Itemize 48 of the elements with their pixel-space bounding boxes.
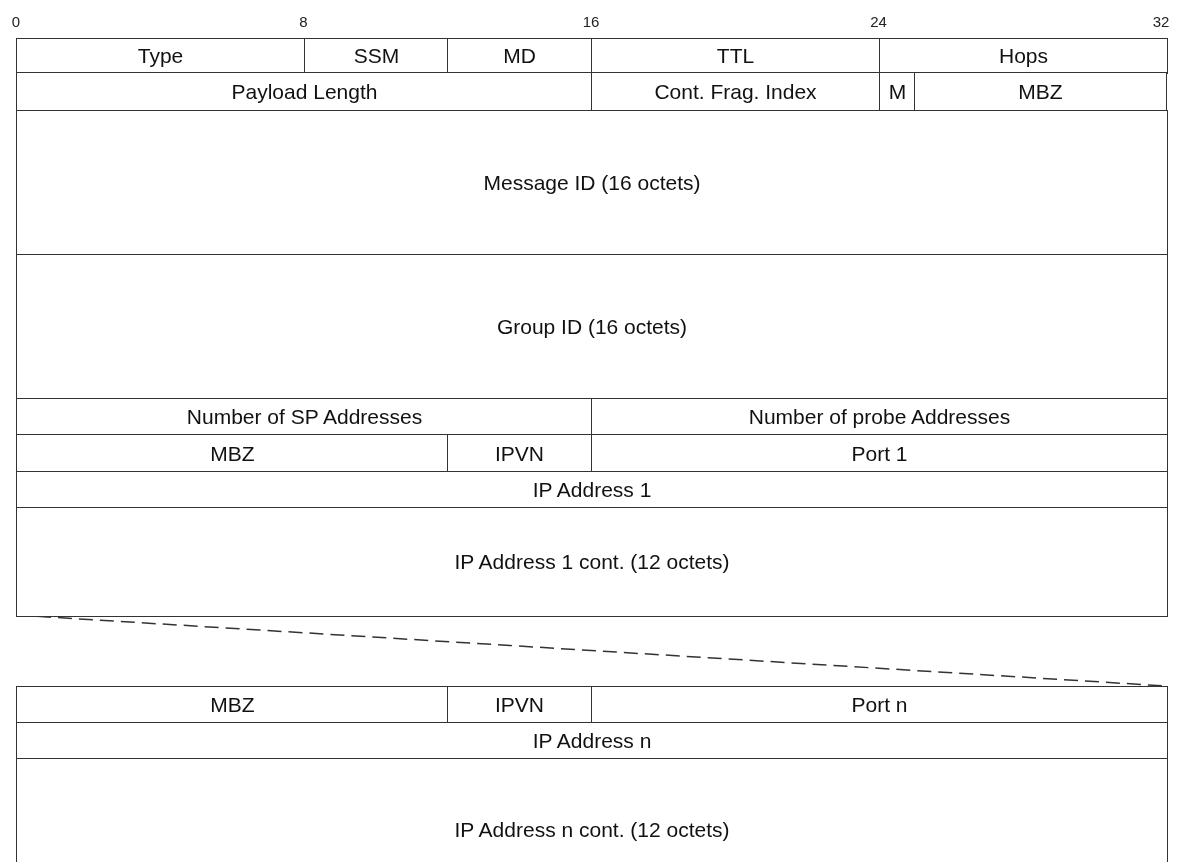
packet-field xyxy=(16,507,1168,617)
packet-field xyxy=(591,72,880,112)
bit-offset-label: 0 xyxy=(11,14,21,29)
field-label: Port 1 xyxy=(851,442,908,464)
field-label: IPVN xyxy=(495,442,544,464)
field-label: SSM xyxy=(353,45,400,67)
field-label: M xyxy=(888,81,907,103)
field-label: Cont. Frag. Index xyxy=(654,81,817,103)
field-label: Message ID (16 octets) xyxy=(483,172,701,194)
field-label: Number of SP Addresses xyxy=(186,406,423,428)
packet-field xyxy=(16,254,1168,400)
packet-field xyxy=(16,471,1168,509)
field-label: Group ID (16 octets) xyxy=(496,316,688,338)
field-label: Hops xyxy=(999,45,1048,67)
field-label: Number of probe Addresses xyxy=(748,406,1011,428)
field-label: IP Address n cont. (12 octets) xyxy=(454,819,730,841)
packet-field xyxy=(16,72,593,112)
packet-field xyxy=(591,398,1168,436)
packet-field xyxy=(16,434,449,473)
bit-offset-label: 8 xyxy=(299,14,308,29)
packet-field xyxy=(914,72,1167,112)
field-label: TTL xyxy=(716,45,755,67)
field-label: IP Address 1 xyxy=(532,479,652,501)
packet-field xyxy=(591,434,1168,473)
field-label: IP Address n xyxy=(532,730,652,752)
field-label: MBZ xyxy=(1018,81,1063,103)
field-label: MD xyxy=(503,45,536,67)
field-label: Port n xyxy=(851,694,908,716)
bit-offset-label: 32 xyxy=(1152,14,1170,29)
packet-field xyxy=(16,722,1168,760)
field-label: MBZ xyxy=(210,694,255,716)
packet-field xyxy=(16,110,1168,256)
packet-field xyxy=(16,686,449,724)
packet-field xyxy=(447,686,592,724)
packet-field xyxy=(447,434,592,473)
field-label: IP Address 1 cont. (12 octets) xyxy=(454,551,730,573)
field-label: Payload Length xyxy=(231,81,378,103)
packet-field xyxy=(16,398,593,436)
packet-field xyxy=(447,38,592,74)
packet-field xyxy=(879,38,1168,74)
packet-field xyxy=(16,38,305,74)
field-label: MBZ xyxy=(210,442,255,464)
packet-field xyxy=(16,758,1168,862)
bit-offset-label: 24 xyxy=(870,14,887,29)
bit-offset-label: 16 xyxy=(582,14,600,29)
packet-field xyxy=(591,686,1168,724)
field-label: Type xyxy=(137,45,184,67)
field-label: IPVN xyxy=(495,694,544,716)
